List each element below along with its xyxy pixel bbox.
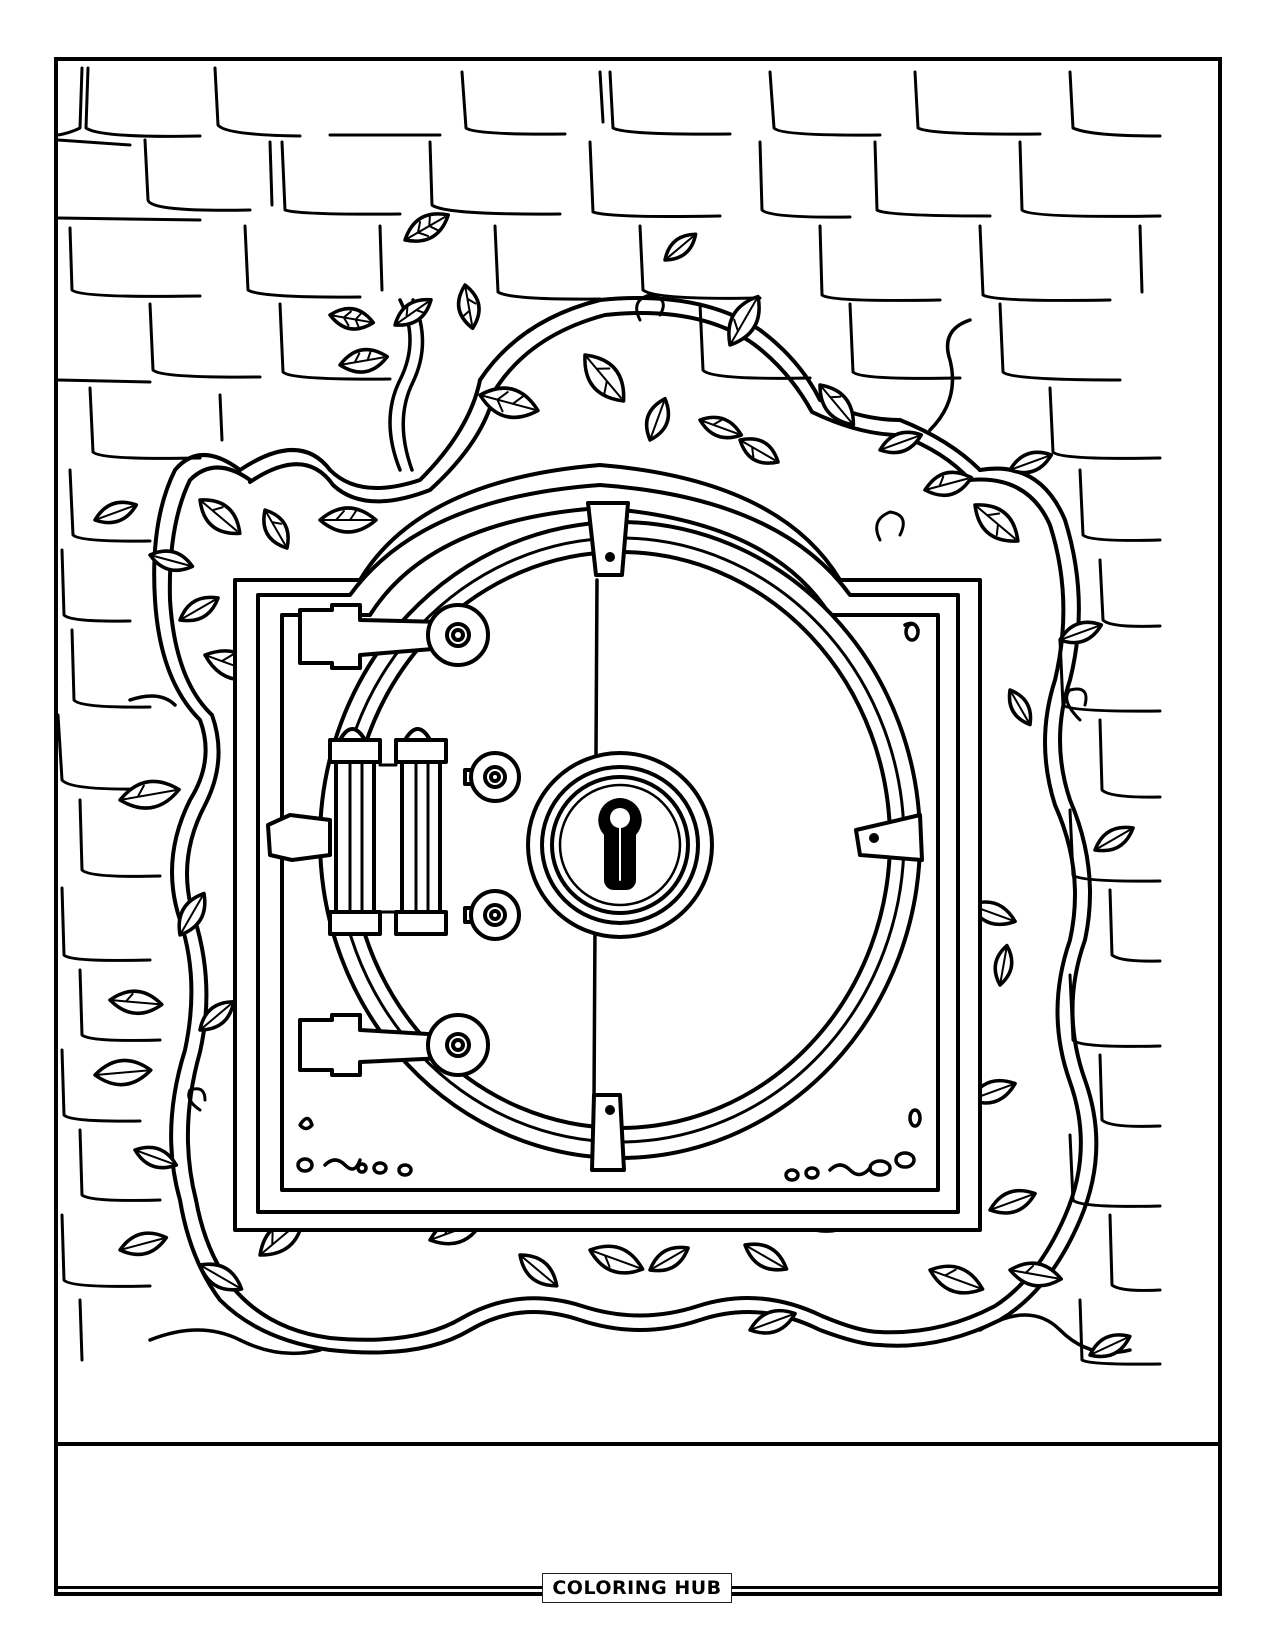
leaf — [178, 595, 220, 623]
top-hinge — [298, 603, 490, 670]
leaf — [988, 1188, 1037, 1215]
leaf — [93, 1058, 153, 1087]
leaf — [583, 353, 626, 403]
leaf — [198, 1262, 244, 1292]
brand-badge: COLORING HUB — [542, 1573, 732, 1603]
leaf — [198, 999, 236, 1032]
caption-divider — [58, 1442, 1218, 1446]
leaf — [318, 506, 378, 534]
bottom-clasp — [590, 1093, 626, 1172]
leaf — [1008, 1261, 1063, 1288]
leaf — [923, 470, 974, 498]
leaf — [133, 1145, 179, 1170]
leaf — [198, 498, 242, 536]
leaf — [993, 943, 1014, 987]
leaf — [93, 500, 139, 525]
leaf — [878, 430, 924, 455]
leaf — [148, 549, 195, 573]
leaf — [478, 386, 540, 420]
leaf — [1058, 620, 1104, 645]
bolt-handle — [266, 727, 448, 936]
top-clasp — [586, 501, 630, 577]
leaf — [928, 1264, 985, 1295]
brand-rule-left — [58, 1586, 542, 1589]
leaf — [393, 297, 433, 327]
leaf — [1088, 1333, 1132, 1359]
leaf — [456, 283, 481, 331]
keyhole-dial — [526, 751, 714, 939]
leaf — [818, 383, 856, 427]
page-frame — [54, 57, 1222, 1596]
leaf — [1093, 825, 1135, 853]
leaf — [644, 396, 671, 442]
corner-marks — [296, 621, 922, 1182]
leaf — [588, 1244, 645, 1275]
brand-rule-right — [732, 1586, 1218, 1589]
door-knobs — [463, 751, 521, 941]
leaf — [338, 347, 390, 374]
leaf — [262, 508, 290, 550]
leaf — [177, 891, 207, 937]
leaf — [698, 415, 744, 440]
brick-wall — [58, 66, 1162, 1366]
leaf — [738, 437, 780, 465]
leaf — [1007, 688, 1033, 727]
leaf — [973, 503, 1020, 543]
vault-illustration — [58, 61, 1218, 1444]
leaf — [328, 306, 376, 331]
leaf — [518, 1253, 559, 1288]
brand-label: COLORING HUB — [552, 1577, 722, 1599]
leaf — [648, 1245, 690, 1273]
leaf — [118, 779, 181, 810]
leaf — [663, 232, 698, 262]
leaf — [743, 1242, 789, 1272]
leaf — [108, 989, 164, 1015]
bottom-hinge — [298, 1013, 490, 1077]
leaf — [727, 294, 761, 347]
leaf — [748, 1308, 797, 1335]
right-latch-tab — [854, 813, 924, 862]
leaf — [118, 1231, 169, 1257]
leaf — [1008, 450, 1054, 475]
leaf — [403, 212, 451, 243]
vine-leaves — [93, 212, 1135, 1359]
caption-blank-area — [58, 1446, 1218, 1592]
